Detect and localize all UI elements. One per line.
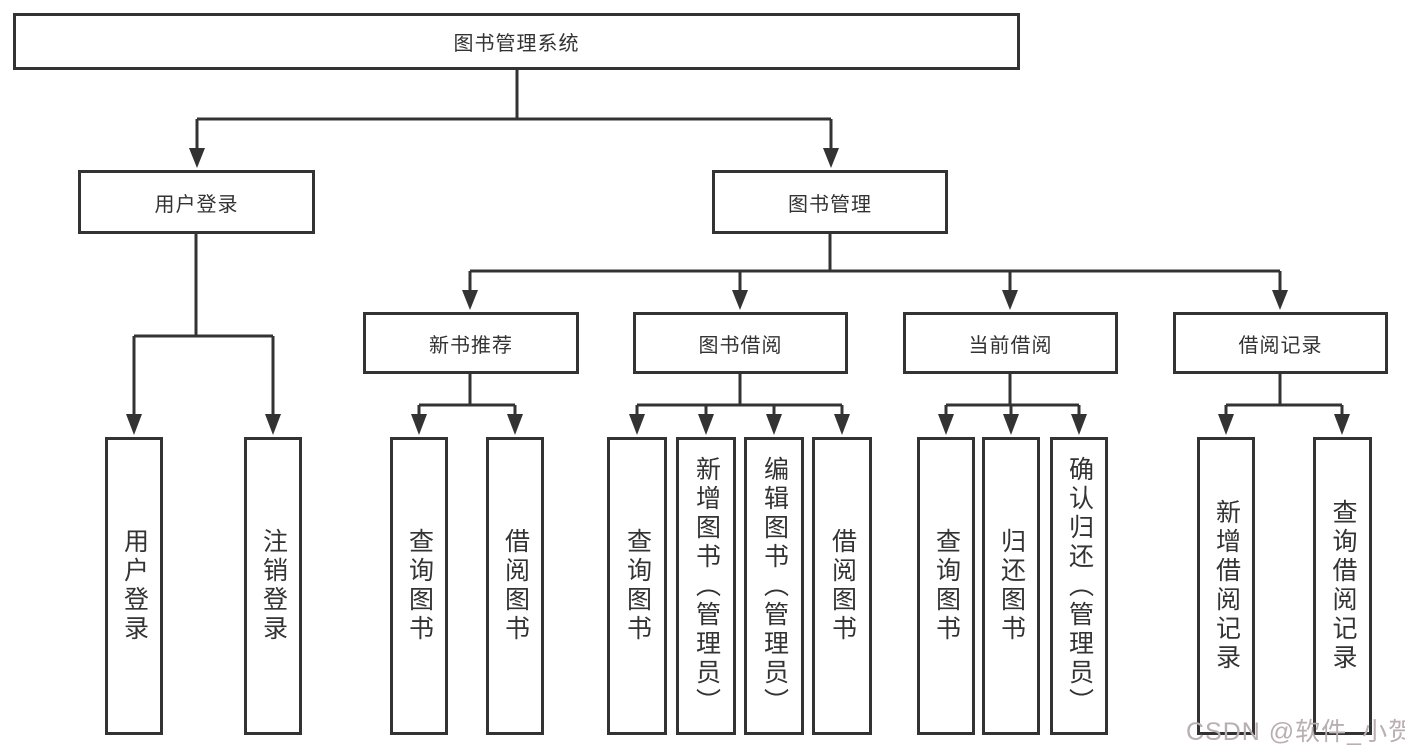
node-book-borrow: 图书借阅 [633, 312, 848, 374]
node-label: 借阅记录 [1238, 334, 1323, 357]
leaf-logout: 注销登录 [244, 437, 302, 735]
node-current-borrow: 当前借阅 [903, 312, 1118, 374]
csdn-watermark: CSDN @软件_小贺同学 [1186, 718, 1405, 746]
leaf-add-books-admin: 新增图书（管理员） [676, 437, 736, 735]
node-book-management: 图书管理 [712, 170, 948, 234]
leaf-user-login: 用户登录 [105, 437, 163, 735]
leaf-label: 确认归还（管理员） [1065, 455, 1094, 717]
leaf-label: 查询借阅记录 [1329, 499, 1357, 673]
leaf-edit-books-admin: 编辑图书（管理员） [744, 437, 804, 735]
leaf-label: 借阅图书 [828, 528, 857, 644]
node-label: 用户登录 [154, 193, 239, 216]
leaf-label: 归还图书 [997, 528, 1026, 644]
leaf-confirm-return-admin: 确认归还（管理员） [1050, 437, 1108, 735]
node-label: 新书推荐 [429, 334, 513, 357]
node-new-book-recommend: 新书推荐 [363, 312, 579, 374]
node-label: 图书管理系统 [453, 33, 580, 55]
node-label: 图书管理 [788, 193, 872, 216]
leaf-label: 查询图书 [623, 528, 652, 644]
leaf-label: 注销登录 [259, 528, 288, 644]
leaf-borrow-books: 借阅图书 [812, 437, 872, 735]
leaf-recommend-query-books: 查询图书 [390, 437, 448, 735]
leaf-query-borrow-record: 查询借阅记录 [1313, 437, 1372, 735]
leaf-current-query-books: 查询图书 [917, 437, 975, 735]
leaf-label: 借阅图书 [501, 528, 530, 644]
leaf-return-books: 归还图书 [982, 437, 1040, 735]
leaf-label: 用户登录 [120, 528, 149, 644]
node-label: 当前借阅 [968, 334, 1053, 357]
leaf-label: 新增图书（管理员） [692, 455, 721, 717]
leaf-label: 编辑图书（管理员） [760, 455, 789, 717]
leaf-label: 查询图书 [932, 528, 961, 644]
leaf-label: 查询图书 [405, 528, 434, 644]
leaf-recommend-borrow-books: 借阅图书 [486, 437, 544, 735]
node-library-system: 图书管理系统 [13, 13, 1020, 70]
node-label: 图书借阅 [698, 334, 783, 357]
leaf-borrow-query-books: 查询图书 [607, 437, 667, 735]
node-user-login: 用户登录 [78, 170, 315, 234]
node-borrow-records: 借阅记录 [1173, 312, 1388, 374]
leaf-label: 新增借阅记录 [1212, 499, 1241, 673]
leaf-add-borrow-record: 新增借阅记录 [1197, 437, 1255, 735]
